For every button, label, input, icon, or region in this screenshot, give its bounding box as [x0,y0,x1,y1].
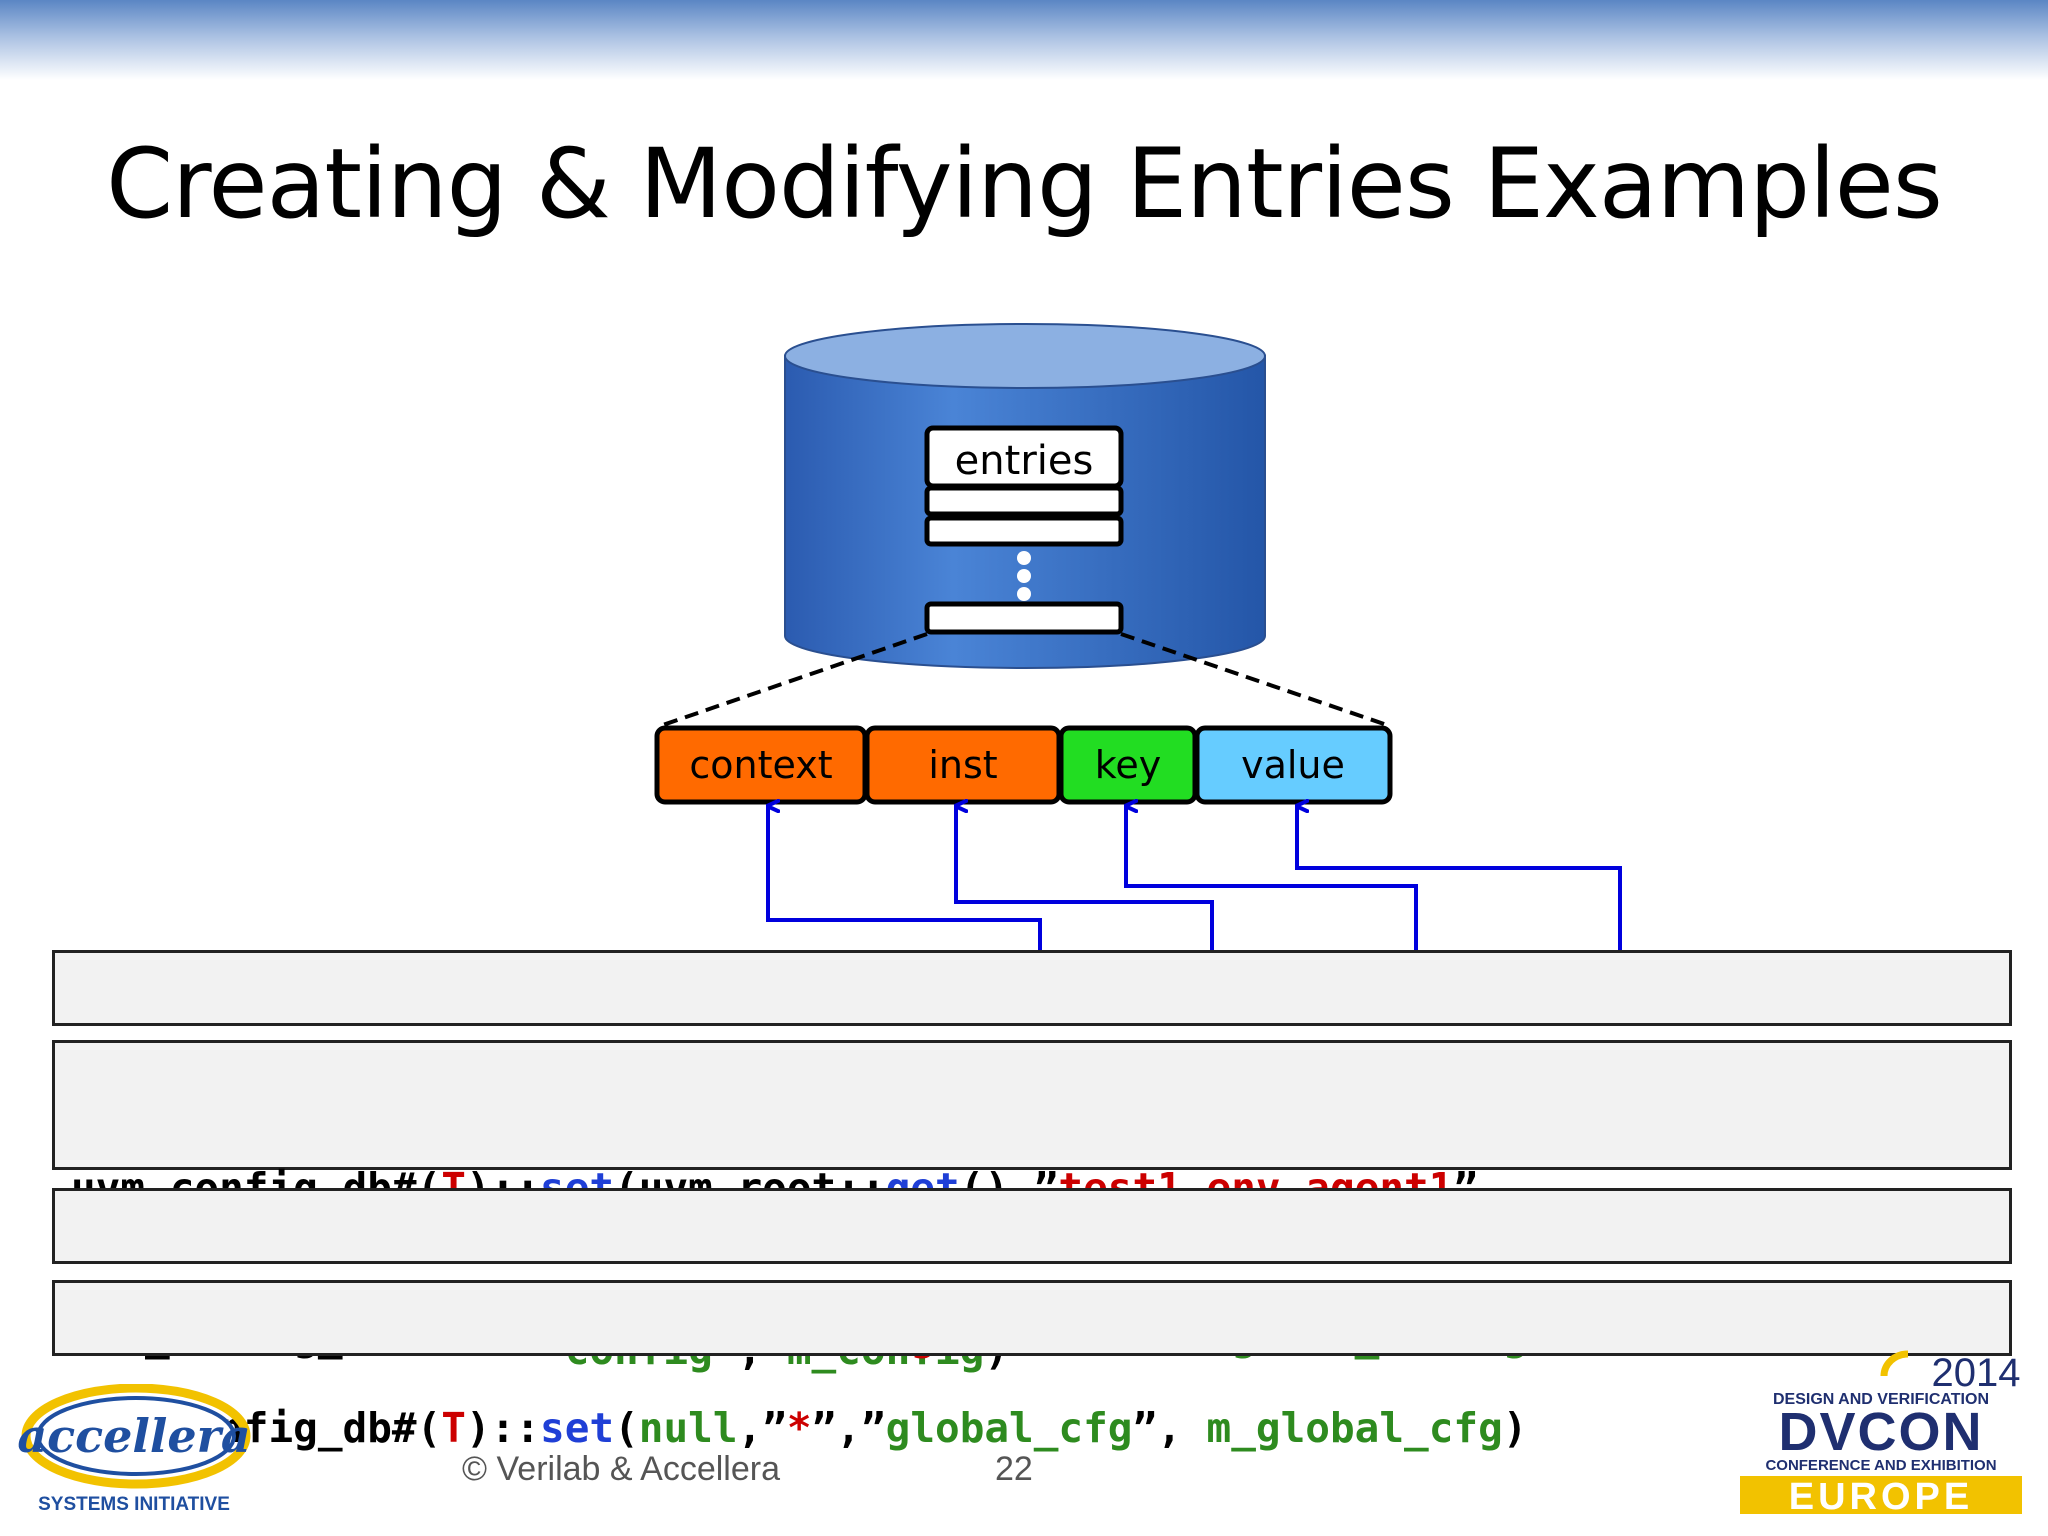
arrow-inst-to-inst [954,806,1214,952]
dvcon-tagline-bottom: CONFERENCE AND EXHIBITION [1765,1457,1996,1474]
field-label-key: key [1095,743,1162,787]
footer-copyright: © Verilab & Accellera [462,1450,780,1488]
page-number: 22 [995,1450,1033,1488]
code-token: m_global_cfg [1206,1404,1503,1452]
field-label-value: value [1241,743,1345,787]
entry-row-expanded [924,601,1124,635]
code-token: * [786,1404,812,1452]
arrow-field-to-key [1124,806,1418,952]
accellera-tagline: SYSTEMS INITIATIVE [38,1494,230,1515]
accellera-wordmark: accellera [18,1409,251,1463]
code-box-null-example: uvm_config_db#(T)::set(null,”*”,”global_… [52,1280,2012,1452]
code-box-this-example: uvm_config_db#(T)::set(this,”env.agent*”… [52,1188,2012,1360]
entries-stack: entries [924,425,1124,635]
zoom-line-right [1120,632,1391,728]
ellipsis-dot [1017,587,1031,601]
arrow-cntxt-to-context [766,806,1042,952]
field-label-inst: inst [928,743,997,787]
dvcon-region: EUROPE [1789,1476,1973,1516]
zoom-line-left [659,632,928,728]
accellera-logo: accellera SYSTEMS INITIATIVE [18,1384,251,1515]
code-token: ”,” [811,1404,886,1452]
code-token: global_cfg [885,1404,1133,1452]
dvcon-tagline-top: DESIGN AND VERIFICATION [1773,1391,1989,1408]
code-token: ):: [465,1404,541,1452]
entry-row [924,485,1124,517]
code-token: ) [1502,1404,1528,1452]
code-token: T [441,1404,466,1452]
dvcon-wordmark: DVCON [1778,1402,1983,1462]
code-token: null [638,1404,738,1452]
slide-title: Creating & Modifying Entries Examples [106,128,1943,240]
code-token: ,” [737,1404,787,1452]
arrow-value-to-value [1295,806,1622,952]
code-token: ( [614,1404,639,1452]
dvcon-europe-logo: 2014 DESIGN AND VERIFICATION DVCON CONFE… [1740,1350,2022,1516]
header-gradient-bar [0,0,2048,80]
code-token: ”, [1132,1404,1207,1452]
entry-row [924,515,1124,547]
code-token: set [540,1404,615,1452]
code-box-generic: uvm_config_db#(T)::set(cntxt,"inst","fie… [52,950,2012,1122]
field-label-context: context [689,743,832,787]
field-box-value [1194,725,1393,805]
entries-label: entries [955,438,1094,484]
code-line: uvm_config_db#(T)::set(null,”*”,”global_… [71,1401,1993,1455]
code-box-root-example: uvm_config_db#(T)::set(uvm_root::get(),”… [52,1040,2012,1374]
dvcon-year: 2014 [1932,1351,2021,1395]
ellipsis-dot [1017,551,1031,565]
ellipsis-dot [1017,569,1031,583]
entry-fields: context inst key value [654,725,1393,805]
